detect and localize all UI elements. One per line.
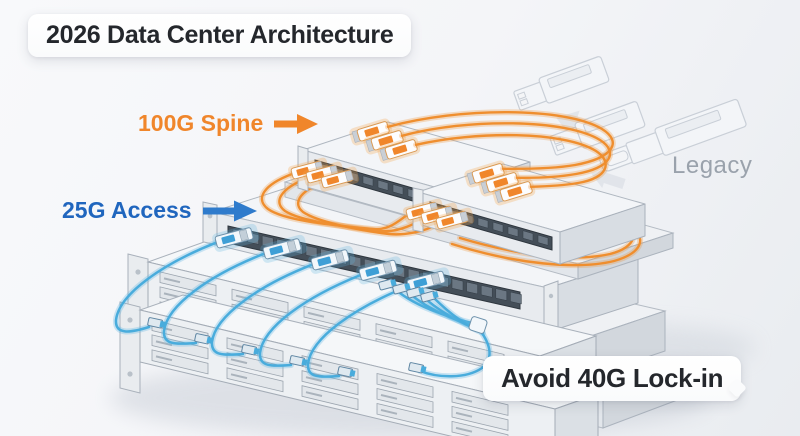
page-title: 2026 Data Center Architecture bbox=[46, 21, 394, 49]
spine-assembly bbox=[262, 112, 675, 280]
breakout-cables bbox=[377, 277, 489, 376]
access-label: 25G Access bbox=[62, 197, 258, 224]
access-label-text: 25G Access bbox=[62, 197, 192, 223]
rack-ear bbox=[119, 301, 141, 394]
callout-text: Avoid 40G Lock-in bbox=[501, 363, 724, 393]
legacy-qsfp-module bbox=[599, 98, 747, 172]
spine-arrow-icon bbox=[274, 113, 319, 134]
spine-switch-2 bbox=[401, 158, 646, 265]
spine-label: 100G Spine bbox=[138, 110, 319, 137]
legacy-transceivers bbox=[513, 56, 747, 194]
title-card: 2026 Data Center Architecture bbox=[28, 14, 412, 57]
callout-card: Avoid 40G Lock-in bbox=[483, 356, 742, 401]
access-arrow-icon bbox=[202, 200, 257, 221]
legacy-sfp-module-1 bbox=[513, 56, 610, 111]
legacy-label: Legacy bbox=[672, 152, 753, 179]
spine-label-text: 100G Spine bbox=[138, 110, 264, 136]
